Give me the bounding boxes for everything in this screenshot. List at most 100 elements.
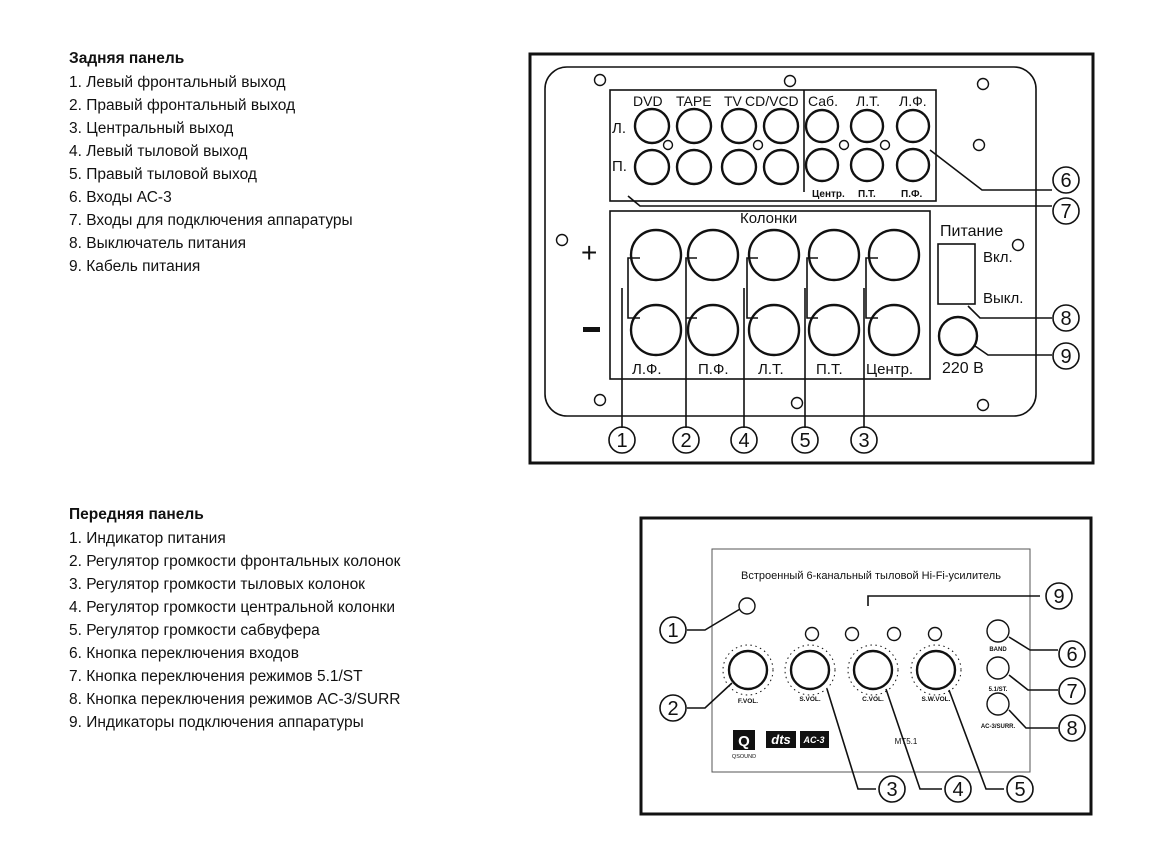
callout-3 xyxy=(850,426,878,454)
row-left-label: Л. xyxy=(612,120,626,137)
legend-item: 1. Индикатор питания xyxy=(69,530,226,547)
leader-line xyxy=(1008,709,1058,729)
speaker-terminal xyxy=(807,303,861,357)
knob-label: C.VOL. xyxy=(862,696,884,703)
legend-item: 6. Входы АС-3 xyxy=(69,189,172,206)
mode-51-st-button[interactable]: 5.1/ST. xyxy=(986,656,1010,693)
speaker-label-lf: Л.Ф. xyxy=(632,361,662,378)
mount-hole xyxy=(1011,238,1025,252)
wire-lead xyxy=(804,257,818,428)
legend-item: 2. Регулятор громкости фронтальных колон… xyxy=(69,553,401,570)
front-frame xyxy=(639,516,1093,816)
speaker-label-rt: П.Т. xyxy=(816,361,843,378)
knob-label: S.W.VOL. xyxy=(922,696,951,703)
wire-lead xyxy=(621,257,640,428)
leader-line xyxy=(885,688,942,790)
qsound-logo-text: QSOUND xyxy=(732,754,756,760)
power-on-label: Вкл. xyxy=(983,249,1013,266)
band-button[interactable]: BAND xyxy=(986,619,1010,653)
callout-1-label: 1 xyxy=(616,430,627,452)
qsound-logo xyxy=(733,730,755,750)
callout-8 xyxy=(1058,714,1086,742)
callout-5-label: 5 xyxy=(799,430,810,452)
callout-4 xyxy=(730,426,758,454)
callout-6 xyxy=(1052,166,1080,194)
callout-9-label: 9 xyxy=(1060,346,1071,368)
rca-jack xyxy=(895,147,931,183)
mount-hole xyxy=(662,139,674,151)
button-label: AC-3/SURR. xyxy=(981,724,1016,730)
voltage-label: 220 В xyxy=(942,360,984,377)
rca-jack xyxy=(762,107,800,145)
legend-item: 2. Правый фронтальный выход xyxy=(69,97,296,114)
speaker-label-lt: Л.Т. xyxy=(758,361,784,378)
callout-3-label: 3 xyxy=(858,430,869,452)
legend-item: 3. Регулятор громкости тыловых колонок xyxy=(69,576,365,593)
knob-c-vol[interactable]: C.VOL. xyxy=(847,644,899,703)
button-label: 5.1/ST. xyxy=(989,687,1008,693)
legend-item: 8. Кнопка переключения режимов AC-3/SURR xyxy=(69,691,401,708)
leader-line xyxy=(948,689,1004,790)
input-indicator xyxy=(804,626,820,642)
mount-hole xyxy=(783,74,797,88)
ac3-label-rf: П.Ф. xyxy=(901,189,923,200)
front-panel-legend: Передняя панель 1. Индикатор питания 2. … xyxy=(69,503,401,734)
rca-jack xyxy=(895,108,931,144)
rca-jack xyxy=(849,108,885,144)
leader-line xyxy=(974,345,1052,356)
speaker-terminal xyxy=(747,303,801,357)
dts-logo xyxy=(766,731,796,748)
callout-4 xyxy=(944,775,972,803)
callout-3 xyxy=(878,775,906,803)
button-label: BAND xyxy=(989,647,1007,653)
front-panel-heading: Передняя панель xyxy=(69,506,204,523)
legend-item: 9. Индикаторы подключения аппаратуры xyxy=(69,714,364,731)
ac3-label-lt: Л.Т. xyxy=(856,93,880,109)
rca-jack xyxy=(675,107,713,145)
knob-f-vol[interactable]: F.VOL. xyxy=(722,644,774,705)
mount-hole xyxy=(838,139,850,151)
speaker-terminal xyxy=(807,228,861,282)
mount-hole xyxy=(593,393,607,407)
callout-1 xyxy=(608,426,636,454)
ac3-label-lf: Л.Ф. xyxy=(899,93,927,109)
mount-hole xyxy=(879,139,891,151)
rear-panel-legend: Задняя панель 1. Левый фронтальный выход… xyxy=(69,47,353,278)
knob-label: S.VOL. xyxy=(799,696,821,703)
callout-1-label: 1 xyxy=(667,620,678,642)
speaker-terminal xyxy=(867,228,921,282)
callout-8 xyxy=(1052,304,1080,332)
power-indicator xyxy=(738,597,756,615)
leader-line xyxy=(826,688,876,790)
rca-jack xyxy=(633,148,671,186)
wire-lead xyxy=(863,257,878,428)
legend-item: 4. Левый тыловой выход xyxy=(69,143,248,160)
ac3-surr-button[interactable]: AC-3/SURR. xyxy=(981,692,1016,730)
legend-item: 7. Кнопка переключения режимов 5.1/ST xyxy=(69,668,363,685)
minus-sign xyxy=(583,327,600,332)
legend-item: 9. Кабель питания xyxy=(69,258,201,275)
legend-item: 4. Регулятор громкости центральной колон… xyxy=(69,599,395,616)
callout-2-label: 2 xyxy=(680,430,691,452)
callout-4-label: 4 xyxy=(952,779,963,801)
rear-plate xyxy=(544,66,1037,417)
callout-7 xyxy=(1058,677,1086,705)
knob-sw-vol[interactable]: S.W.VOL. xyxy=(910,644,962,703)
front-panel-diagram: Встроенный 6-канальный тыловой Hi-Fi-уси… xyxy=(639,516,1093,816)
dts-logo-text: dts xyxy=(771,732,791,747)
callout-5 xyxy=(1006,775,1034,803)
callout-7-label: 7 xyxy=(1060,201,1071,223)
front-title: Встроенный 6-канальный тыловой Hi-Fi-уси… xyxy=(741,570,1001,582)
mount-hole xyxy=(976,398,990,412)
mount-hole xyxy=(593,73,607,87)
callout-2 xyxy=(659,694,687,722)
callout-2-label: 2 xyxy=(667,698,678,720)
leader-line xyxy=(1008,636,1058,651)
leader-line xyxy=(967,305,1052,319)
speaker-terminal xyxy=(686,228,740,282)
knob-s-vol[interactable]: S.VOL. xyxy=(784,644,836,703)
speakers-title: Колонки xyxy=(740,210,797,227)
rear-panel-diagram: DVD TAPE TV CD/VCD Саб. Л.Т. Л.Ф. Л. П. … xyxy=(528,52,1095,465)
speaker-terminal xyxy=(629,228,683,282)
